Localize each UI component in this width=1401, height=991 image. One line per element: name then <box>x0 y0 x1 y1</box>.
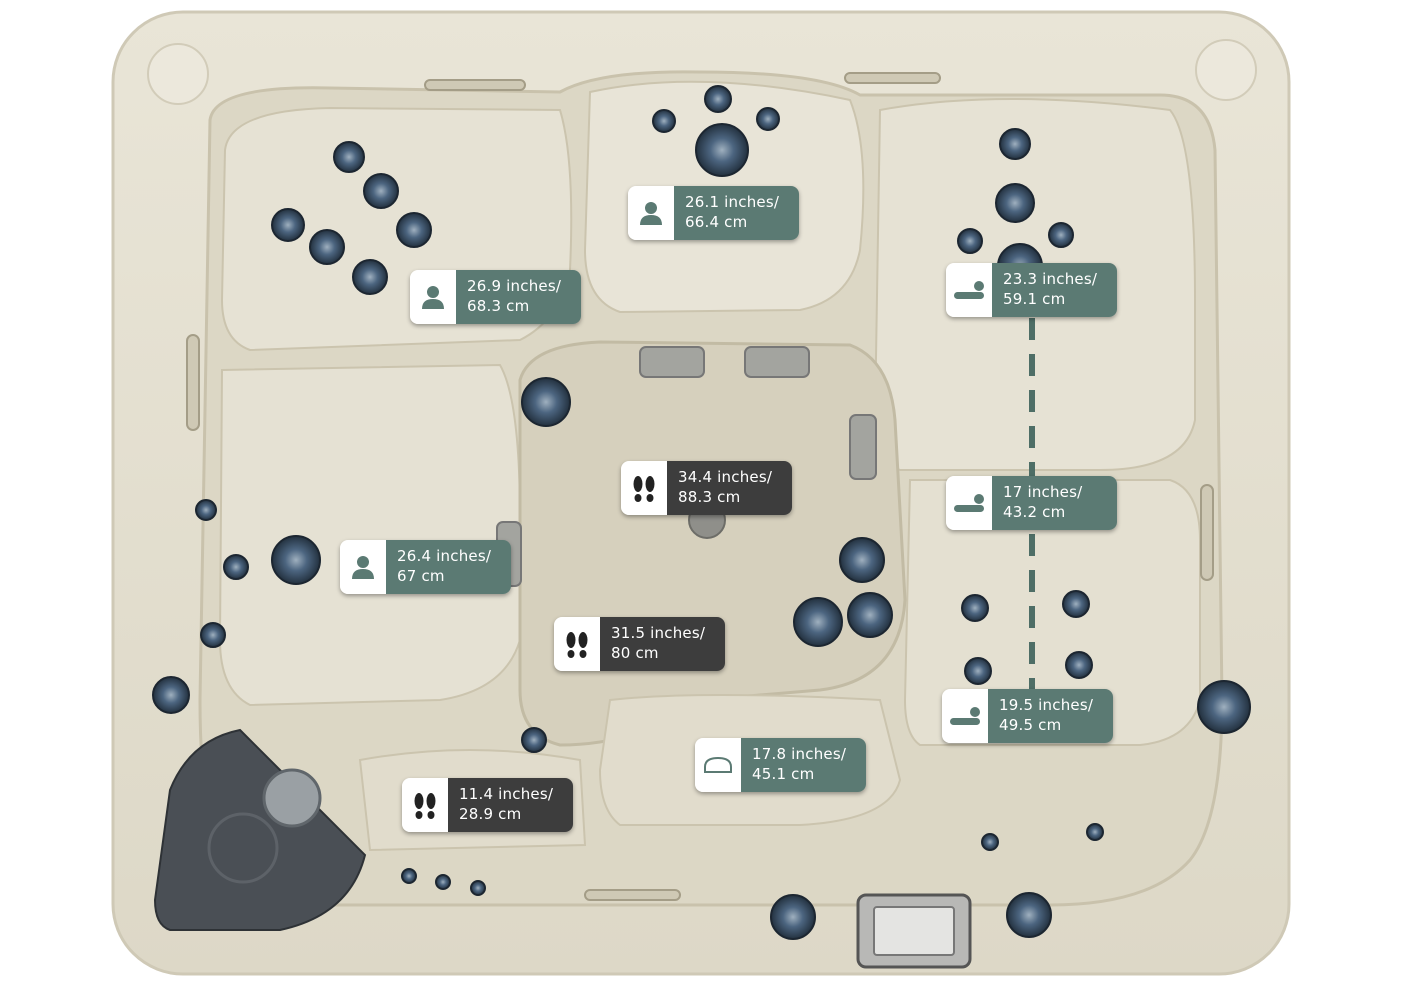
measure-cooldown-seat: 17.8 inches/45.1 cm <box>695 738 866 792</box>
measure-text: 26.1 inches/66.4 cm <box>674 186 799 240</box>
footprints-icon <box>402 778 448 832</box>
corner-cover <box>153 728 367 931</box>
measure-footwell-lower: 31.5 inches/80 cm <box>554 617 725 671</box>
measure-text: 34.4 inches/88.3 cm <box>667 461 792 515</box>
measure-text: 26.4 inches/67 cm <box>386 540 511 594</box>
measure-lounger-top: 23.3 inches/59.1 cm <box>946 263 1117 317</box>
measure-text: 17 inches/43.2 cm <box>992 476 1117 530</box>
measure-lounger-bottom: 19.5 inches/49.5 cm <box>942 689 1113 743</box>
measure-seat-left: 26.4 inches/67 cm <box>340 540 511 594</box>
measure-footwell-step: 11.4 inches/28.9 cm <box>402 778 573 832</box>
person-icon <box>628 186 674 240</box>
measure-footwell-center: 34.4 inches/88.3 cm <box>621 461 792 515</box>
step-seat-icon <box>695 738 741 792</box>
measure-text: 19.5 inches/49.5 cm <box>988 689 1113 743</box>
person-icon <box>340 540 386 594</box>
lounger-icon <box>942 689 988 743</box>
measure-text: 23.3 inches/59.1 cm <box>992 263 1117 317</box>
lounger-icon <box>946 263 992 317</box>
measure-seat-top-left: 26.9 inches/68.3 cm <box>410 270 581 324</box>
measure-lounger-middle: 17 inches/43.2 cm <box>946 476 1117 530</box>
footprints-icon <box>621 461 667 515</box>
footprints-icon <box>554 617 600 671</box>
measure-text: 11.4 inches/28.9 cm <box>448 778 573 832</box>
measure-text: 31.5 inches/80 cm <box>600 617 725 671</box>
measure-text: 26.9 inches/68.3 cm <box>456 270 581 324</box>
measure-text: 17.8 inches/45.1 cm <box>741 738 866 792</box>
measure-seat-top-center: 26.1 inches/66.4 cm <box>628 186 799 240</box>
lounger-icon <box>946 476 992 530</box>
person-icon <box>410 270 456 324</box>
